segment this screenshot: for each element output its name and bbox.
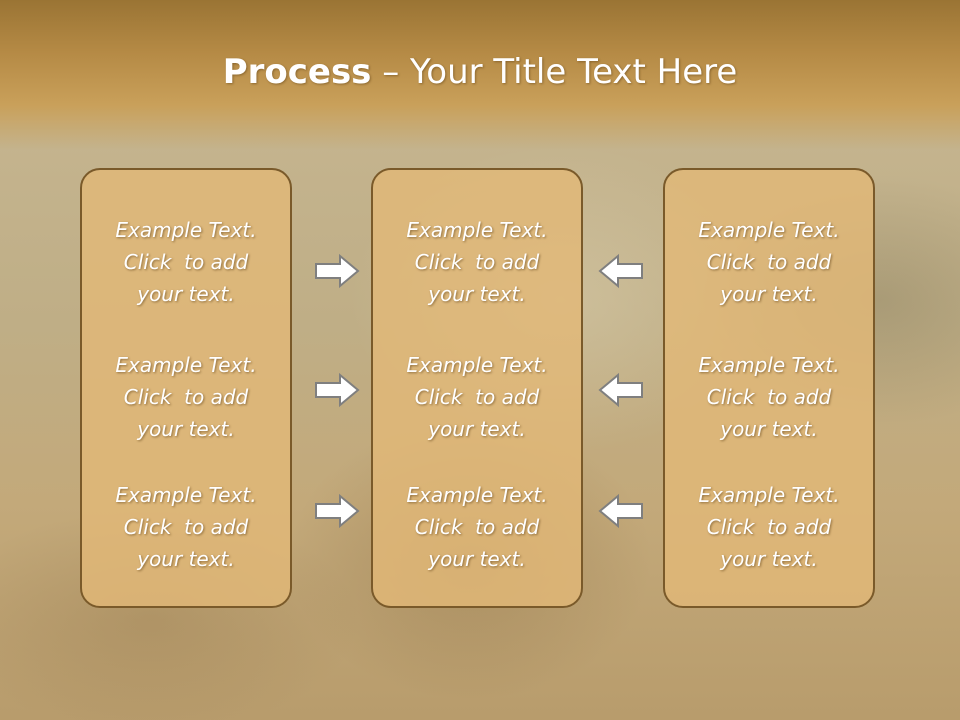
text-line: Click to add bbox=[706, 385, 832, 409]
left-arrow-icon[interactable] bbox=[598, 493, 644, 529]
text-placeholder[interactable]: Example Text. Click to add your text. bbox=[665, 214, 873, 310]
title-band bbox=[0, 0, 960, 150]
text-line: Click to add bbox=[706, 515, 832, 539]
text-line: Example Text. bbox=[406, 483, 548, 507]
process-box-right[interactable]: Example Text. Click to add your text. Ex… bbox=[663, 168, 875, 608]
text-line: Example Text. bbox=[115, 353, 257, 377]
text-line: Click to add bbox=[123, 515, 249, 539]
text-line: Click to add bbox=[706, 250, 832, 274]
right-arrow-icon[interactable] bbox=[314, 253, 360, 289]
left-arrow-icon[interactable] bbox=[598, 253, 644, 289]
text-line: Example Text. bbox=[115, 483, 257, 507]
text-line: your text. bbox=[137, 547, 235, 571]
text-line: Example Text. bbox=[115, 218, 257, 242]
text-line: Example Text. bbox=[698, 353, 840, 377]
right-arrow-icon[interactable] bbox=[314, 372, 360, 408]
left-arrow-icon[interactable] bbox=[598, 372, 644, 408]
text-line: Example Text. bbox=[698, 218, 840, 242]
text-line: your text. bbox=[720, 547, 818, 571]
text-line: Example Text. bbox=[698, 483, 840, 507]
text-placeholder[interactable]: Example Text. Click to add your text. bbox=[373, 479, 581, 575]
text-placeholder[interactable]: Example Text. Click to add your text. bbox=[373, 349, 581, 445]
text-line: Example Text. bbox=[406, 353, 548, 377]
text-line: Click to add bbox=[414, 515, 540, 539]
text-line: Click to add bbox=[123, 250, 249, 274]
text-line: Example Text. bbox=[406, 218, 548, 242]
text-placeholder[interactable]: Example Text. Click to add your text. bbox=[82, 214, 290, 310]
text-line: Click to add bbox=[414, 385, 540, 409]
title-rest: – Your Title Text Here bbox=[371, 52, 738, 92]
text-line: your text. bbox=[428, 547, 526, 571]
process-box-center[interactable]: Example Text. Click to add your text. Ex… bbox=[371, 168, 583, 608]
text-placeholder[interactable]: Example Text. Click to add your text. bbox=[373, 214, 581, 310]
text-placeholder[interactable]: Example Text. Click to add your text. bbox=[665, 349, 873, 445]
text-line: Click to add bbox=[123, 385, 249, 409]
process-box-left[interactable]: Example Text. Click to add your text. Ex… bbox=[80, 168, 292, 608]
title-bold: Process bbox=[222, 52, 372, 92]
text-line: your text. bbox=[428, 282, 526, 306]
text-line: your text. bbox=[137, 282, 235, 306]
text-line: Click to add bbox=[414, 250, 540, 274]
text-line: your text. bbox=[428, 417, 526, 441]
text-placeholder[interactable]: Example Text. Click to add your text. bbox=[82, 479, 290, 575]
slide-title[interactable]: Process – Your Title Text Here bbox=[0, 52, 960, 92]
text-placeholder[interactable]: Example Text. Click to add your text. bbox=[82, 349, 290, 445]
text-line: your text. bbox=[137, 417, 235, 441]
right-arrow-icon[interactable] bbox=[314, 493, 360, 529]
text-line: your text. bbox=[720, 282, 818, 306]
text-placeholder[interactable]: Example Text. Click to add your text. bbox=[665, 479, 873, 575]
text-line: your text. bbox=[720, 417, 818, 441]
